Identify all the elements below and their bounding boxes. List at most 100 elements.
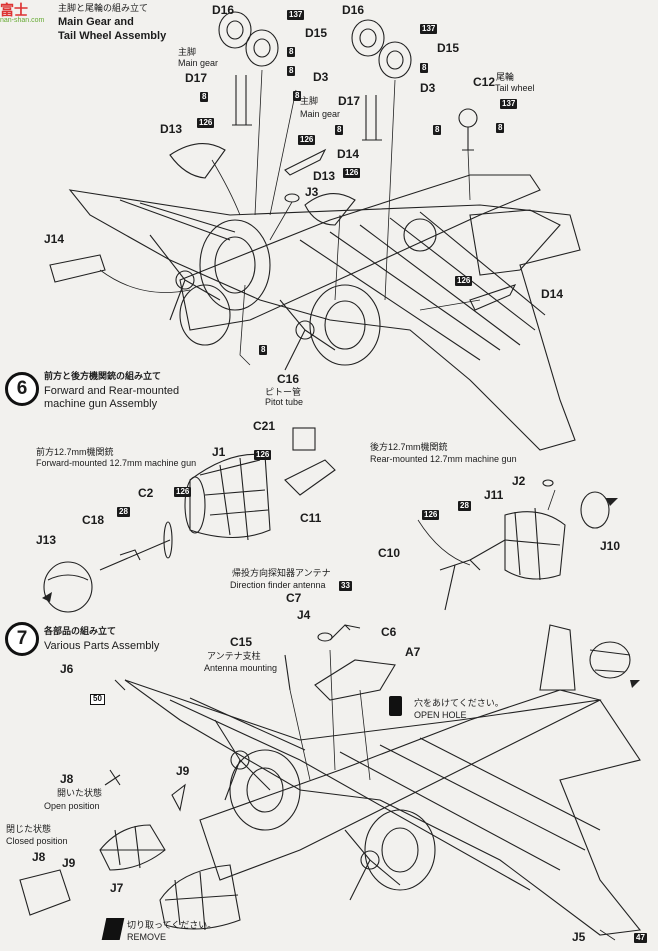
label-J14: J14	[44, 232, 65, 246]
gun-sphere-J13	[43, 561, 93, 613]
label-C7: C7	[286, 591, 302, 605]
label-D3-a: D3	[313, 70, 329, 84]
open-hole-jp: 穴をあけてください。	[414, 698, 504, 708]
paint-8-i: 8	[259, 345, 268, 355]
label-D13-a: D13	[160, 122, 183, 136]
label-J8-a: J8	[60, 772, 74, 786]
ant-mount-en: Antenna mounting	[204, 663, 278, 673]
ant-mount-jp: アンテナ支柱	[207, 651, 261, 661]
paint-126-g: 126	[422, 510, 440, 520]
note-tail-jp: 尾輪	[496, 72, 515, 82]
label-D13-b: D13	[313, 169, 336, 183]
label-J8-b: J8	[32, 850, 46, 864]
canopy-J7	[99, 824, 166, 871]
paint-126-c: 126	[343, 168, 361, 178]
label-C6: C6	[381, 625, 397, 639]
note-main-gear-jp: 主脚	[178, 47, 197, 57]
label-D3-b: D3	[420, 81, 436, 95]
label-J13: J13	[36, 533, 57, 547]
label-D17-b: D17	[338, 94, 361, 108]
label-C10: C10	[378, 546, 401, 560]
step-6-badge: 6	[5, 372, 39, 406]
top-plane-nose	[179, 284, 231, 346]
paint-28-a: 28	[117, 507, 130, 517]
label-D16-b: D16	[342, 3, 365, 17]
paint-126-d: 126	[455, 276, 473, 286]
note-main-gear-en: Main gear	[178, 58, 219, 68]
watermark-site: nan-shan.com	[0, 17, 45, 24]
label-J5: J5	[572, 930, 586, 944]
open-pos-jp: 開いた状態	[57, 788, 103, 798]
paint-126-b: 126	[298, 135, 316, 145]
paint-8-b: 8	[287, 66, 296, 76]
label-J2: J2	[512, 474, 526, 488]
paint-8-f: 8	[496, 123, 505, 133]
section5-title-jp: 主脚と尾輪の組み立て	[58, 3, 149, 13]
df-antenna-jp: 帰投方向探知器アンテナ	[232, 568, 331, 578]
propeller-right	[279, 299, 336, 371]
top-plane-fuselage	[179, 174, 541, 331]
paint-137-b: 137	[420, 24, 438, 34]
section6-title-en1: Forward and Rear-mounted	[44, 385, 180, 397]
label-C21: C21	[253, 419, 276, 433]
note-main-gear2-jp: 主脚	[300, 96, 319, 106]
section5-title-en2: Tail Wheel Assembly	[58, 30, 167, 42]
engine-left	[199, 219, 271, 311]
paint-126-a: 126	[197, 118, 215, 128]
label-C2: C2	[138, 486, 154, 500]
paint-8-e: 8	[420, 63, 429, 73]
nose-glazing	[189, 453, 271, 539]
paint-28-b: 28	[458, 501, 471, 511]
section5-title-en1: Main Gear and	[58, 16, 134, 28]
paint-126-f: 126	[174, 487, 192, 497]
watermark-logo: 富士	[0, 2, 28, 18]
label-J11: J11	[484, 488, 504, 502]
paint-8-c: 8	[200, 92, 209, 102]
pitot-jp: ピトー管	[265, 387, 302, 397]
label-J7: J7	[110, 881, 124, 895]
paint-8-g: 8	[335, 125, 344, 135]
label-D17-a: D17	[185, 71, 208, 85]
label-C18: C18	[82, 513, 105, 527]
engine-right	[309, 284, 381, 366]
paint-137-a: 137	[287, 10, 305, 20]
paint-137-c: 137	[500, 99, 518, 109]
top-plane-tail	[469, 209, 561, 276]
bottom-plane-fuselage	[199, 689, 602, 881]
section6-title-jp: 前方と後方機関銃の組み立て	[44, 371, 162, 381]
fwd-gun-jp: 前方12.7mm機関銃	[36, 447, 114, 457]
fwd-gun-en: Forward-mounted 12.7mm machine gun	[36, 458, 197, 468]
rear-gun-en: Rear-mounted 12.7mm machine gun	[370, 454, 517, 464]
open-pos-en: Open position	[44, 801, 100, 811]
bottom-plane-wing	[124, 679, 642, 936]
label-D15-b: D15	[437, 41, 460, 55]
paint-126-e: 126	[254, 450, 272, 460]
label-A7: A7	[405, 645, 421, 659]
open-hole-en: OPEN HOLE	[414, 710, 467, 720]
label-C12: C12	[473, 75, 496, 89]
label-D14-a: D14	[337, 147, 360, 161]
label-J1: J1	[212, 445, 226, 459]
note-tail-en: Tail wheel	[495, 83, 535, 93]
pitot-en: Pitot tube	[265, 397, 304, 407]
label-J3: J3	[305, 185, 319, 199]
paint-50: 50	[90, 694, 105, 705]
remove-en: REMOVE	[127, 932, 167, 942]
label-D14-b: D14	[541, 287, 564, 301]
rear-glazing	[504, 511, 566, 580]
open-hole-icon	[389, 696, 402, 716]
closed-pos-en: Closed position	[6, 836, 68, 846]
label-J4: J4	[297, 608, 311, 622]
label-D16-a: D16	[212, 3, 235, 17]
bottom-plane-fin	[539, 624, 576, 691]
section7-title-en: Various Parts Assembly	[44, 640, 160, 652]
label-J9-a: J9	[176, 764, 190, 778]
note-main-gear2-en: Main gear	[300, 109, 341, 119]
label-J10: J10	[600, 539, 621, 553]
paint-8-d: 8	[293, 91, 302, 101]
label-J6: J6	[60, 662, 74, 676]
closed-pos-jp: 閉じた状態	[6, 824, 52, 834]
section7-title-jp: 各部品の組み立て	[44, 626, 117, 636]
